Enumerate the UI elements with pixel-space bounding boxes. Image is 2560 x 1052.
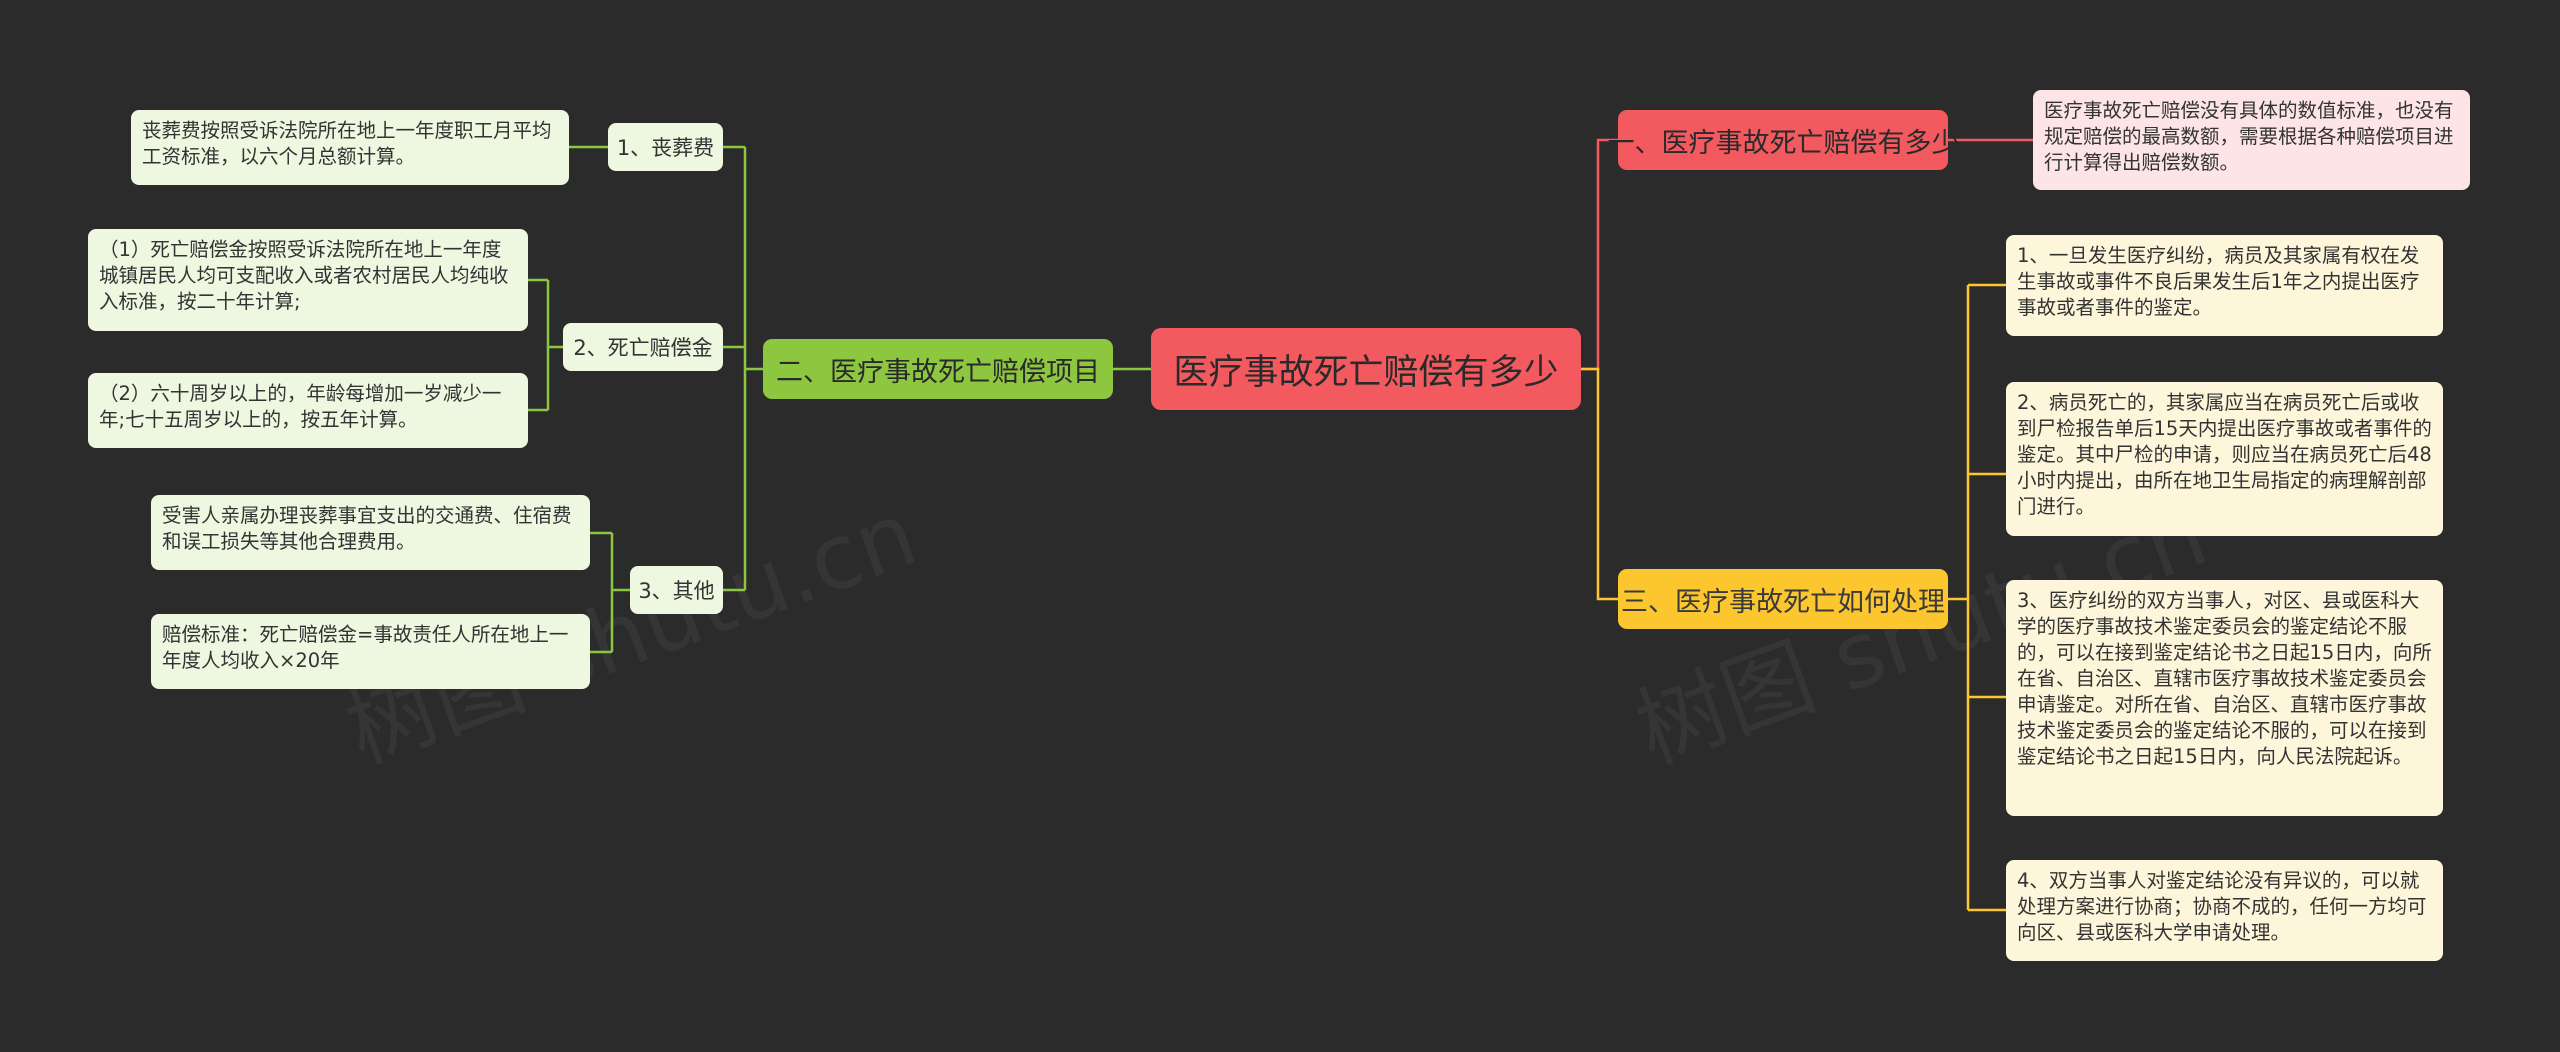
link-sub2-leaves <box>528 278 563 412</box>
leaf-death-compensation-1[interactable]: （1）死亡赔偿金按照受诉法院所在地上一年度城镇居民人均可支配收入或者农村居民人均… <box>88 229 528 331</box>
sub-funeral-expenses[interactable]: 1、丧葬费 <box>608 123 723 171</box>
leaf-death-compensation-2[interactable]: （2）六十周岁以上的，年龄每增加一岁减少一年;七十五周岁以上的，按五年计算。 <box>88 373 528 448</box>
sub-other[interactable]: 3、其他 <box>630 566 723 614</box>
center-topic[interactable]: 医疗事故死亡赔偿有多少 <box>1151 328 1581 410</box>
leaf-handle-2[interactable]: 2、病员死亡的，其家属应当在病员死亡后或收到尸检报告单后15天内提出医疗事故或者… <box>2006 382 2443 536</box>
link-branch2-subs <box>723 145 763 592</box>
link-branch3-leaves <box>1948 283 2006 912</box>
leaf-funeral-expenses[interactable]: 丧葬费按照受诉法院所在地上一年度职工月平均工资标准，以六个月总额计算。 <box>131 110 569 185</box>
leaf-handle-4[interactable]: 4、双方当事人对鉴定结论没有异议的，可以就处理方案进行协商；协商不成的，任何一方… <box>2006 860 2443 961</box>
branch-how-much[interactable]: 一、医疗事故死亡赔偿有多少 <box>1608 110 1959 170</box>
leaf-other-1[interactable]: 受害人亲属办理丧葬事宜支出的交通费、住宿费和误工损失等其他合理费用。 <box>151 495 590 570</box>
leaf-handle-3[interactable]: 3、医疗纠纷的双方当事人，对区、县或医科大学的医疗事故技术鉴定委员会的鉴定结论不… <box>2006 580 2443 816</box>
branch-how-to-handle[interactable]: 三、医疗事故死亡如何处理 <box>1618 569 1948 629</box>
link-center-branch1 <box>1581 138 1618 371</box>
link-center-branch3 <box>1581 367 1618 601</box>
branch-compensation-items[interactable]: 二、医疗事故死亡赔偿项目 <box>763 339 1113 399</box>
leaf-handle-1[interactable]: 1、一旦发生医疗纠纷，病员及其家属有权在发生事故或事件不良后果发生后1年之内提出… <box>2006 235 2443 336</box>
leaf-other-2[interactable]: 赔偿标准：死亡赔偿金=事故责任人所在地上一年度人均收入×20年 <box>151 614 590 689</box>
sub-death-compensation[interactable]: 2、死亡赔偿金 <box>563 323 723 371</box>
link-sub3-leaves <box>590 531 630 654</box>
leaf-how-much[interactable]: 医疗事故死亡赔偿没有具体的数值标准，也没有规定赔偿的最高数额，需要根据各种赔偿项… <box>2033 90 2470 190</box>
